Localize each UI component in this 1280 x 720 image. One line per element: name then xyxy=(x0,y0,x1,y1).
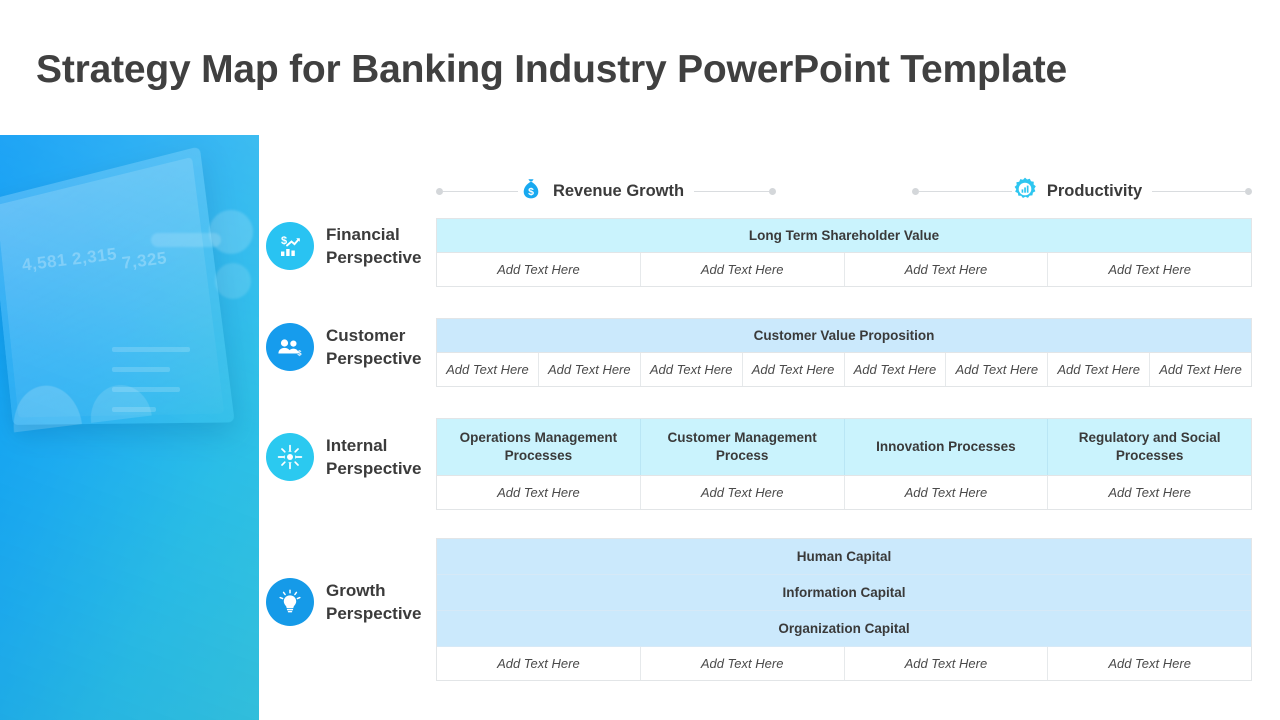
growth-cell-row: Add Text Here Add Text Here Add Text Her… xyxy=(437,647,1251,680)
placeholder-cell[interactable]: Add Text Here xyxy=(845,475,1049,509)
connector-dot-icon xyxy=(769,187,777,195)
perspective-growth: Growth Perspective xyxy=(266,578,421,626)
placeholder-cell[interactable]: Add Text Here xyxy=(641,353,743,386)
perspective-label-internal: Internal Perspective xyxy=(326,435,422,478)
perspective-label-customer: Customer Perspective xyxy=(326,325,422,368)
people-group-icon: $ xyxy=(266,323,314,371)
bar-graphic xyxy=(112,367,170,372)
connector-dot-icon xyxy=(436,187,443,195)
growth-chart-dollar-icon: $ xyxy=(266,222,314,270)
blue-overlay-sheen xyxy=(0,135,259,720)
band-long-term-shareholder-value: Long Term Shareholder Value xyxy=(437,219,1251,253)
burst-arrows-icon xyxy=(266,433,314,481)
gear-chart-icon xyxy=(1012,176,1038,207)
placeholder-cell[interactable]: Add Text Here xyxy=(845,647,1049,680)
connector-dot-icon xyxy=(1245,187,1253,195)
block-financial: Long Term Shareholder Value Add Text Her… xyxy=(436,218,1252,287)
placeholder-cell[interactable]: Add Text Here xyxy=(1048,353,1151,386)
internal-cell-row: Add Text Here Add Text Here Add Text Her… xyxy=(437,475,1251,509)
customer-cell-row: Add Text Here Add Text Here Add Text Her… xyxy=(437,353,1251,386)
svg-text:$: $ xyxy=(281,235,287,247)
band-human-capital: Human Capital xyxy=(437,539,1251,575)
connector-productivity: Productivity xyxy=(912,176,1253,207)
money-bag-icon: $ xyxy=(518,176,544,207)
connector-gap xyxy=(776,176,912,206)
header-customer-management-process: Customer Management Process xyxy=(641,419,845,475)
bar-graphic xyxy=(112,347,190,352)
blur-blob xyxy=(209,210,253,254)
placeholder-cell[interactable]: Add Text Here xyxy=(845,353,947,386)
lightbulb-icon xyxy=(266,578,314,626)
band-customer-value-proposition: Customer Value Proposition xyxy=(437,319,1251,353)
placeholder-cell[interactable]: Add Text Here xyxy=(1108,656,1191,671)
perspective-internal: Internal Perspective xyxy=(266,433,421,481)
blur-blob xyxy=(151,233,221,247)
connector-line xyxy=(443,190,518,192)
placeholder-cell[interactable]: Add Text Here xyxy=(1108,262,1191,277)
perspective-financial: $ Financial Perspective xyxy=(266,222,421,270)
header-regulatory-and-social-processes: Regulatory and Social Processes xyxy=(1078,430,1221,463)
placeholder-cell[interactable]: Add Text Here xyxy=(946,353,1049,386)
connector-line xyxy=(694,190,770,192)
placeholder-cell[interactable]: Add Text Here xyxy=(437,647,641,680)
placeholder-cell[interactable]: Add Text Here xyxy=(1159,362,1242,377)
header-operations-management-processes: Operations Management Processes xyxy=(437,419,641,475)
bar-graphic xyxy=(112,407,156,412)
page-title: Strategy Map for Banking Industry PowerP… xyxy=(36,48,1067,91)
block-customer: Customer Value Proposition Add Text Here… xyxy=(436,318,1252,387)
perspective-label-growth: Growth Perspective xyxy=(326,580,422,623)
connector-line xyxy=(919,190,1012,192)
placeholder-cell[interactable]: Add Text Here xyxy=(437,253,641,286)
banking-dashboard-photo: 4,581 2,315 7,325 xyxy=(0,135,259,720)
svg-text:$: $ xyxy=(297,348,302,357)
placeholder-cell[interactable]: Add Text Here xyxy=(437,353,539,386)
placeholder-cell[interactable]: Add Text Here xyxy=(845,253,1049,286)
header-innovation-processes: Innovation Processes xyxy=(845,419,1049,475)
photo-wrap: 4,581 2,315 7,325 xyxy=(0,135,259,720)
band-information-capital: Information Capital xyxy=(437,575,1251,611)
internal-header-row: Operations Management Processes Customer… xyxy=(437,419,1251,476)
placeholder-cell[interactable]: Add Text Here xyxy=(641,647,845,680)
bar-graphic xyxy=(112,387,180,392)
perspective-label-financial: Financial Perspective xyxy=(326,224,422,267)
connector-label-revenue-growth: Revenue Growth xyxy=(552,181,685,200)
connector-label-productivity: Productivity xyxy=(1046,181,1143,200)
block-internal: Operations Management Processes Customer… xyxy=(436,418,1252,510)
svg-text:$: $ xyxy=(528,186,534,198)
placeholder-cell[interactable]: Add Text Here xyxy=(1108,484,1191,500)
placeholder-cell[interactable]: Add Text Here xyxy=(539,353,641,386)
objective-header-row: $ Revenue Growth Productivity xyxy=(436,176,1253,207)
placeholder-cell[interactable]: Add Text Here xyxy=(641,253,845,286)
perspective-customer: $ Customer Perspective xyxy=(266,323,421,371)
placeholder-cell[interactable]: Add Text Here xyxy=(437,475,641,509)
band-organization-capital: Organization Capital xyxy=(437,611,1251,647)
placeholder-cell[interactable]: Add Text Here xyxy=(743,353,845,386)
connector-dot-icon xyxy=(912,187,919,195)
connector-revenue-growth: $ Revenue Growth xyxy=(436,176,777,207)
blur-blob xyxy=(215,263,251,299)
placeholder-cell[interactable]: Add Text Here xyxy=(641,475,845,509)
financial-cell-row: Add Text Here Add Text Here Add Text Her… xyxy=(437,253,1251,286)
connector-line xyxy=(1152,190,1246,192)
block-growth: Human Capital Information Capital Organi… xyxy=(436,538,1252,681)
